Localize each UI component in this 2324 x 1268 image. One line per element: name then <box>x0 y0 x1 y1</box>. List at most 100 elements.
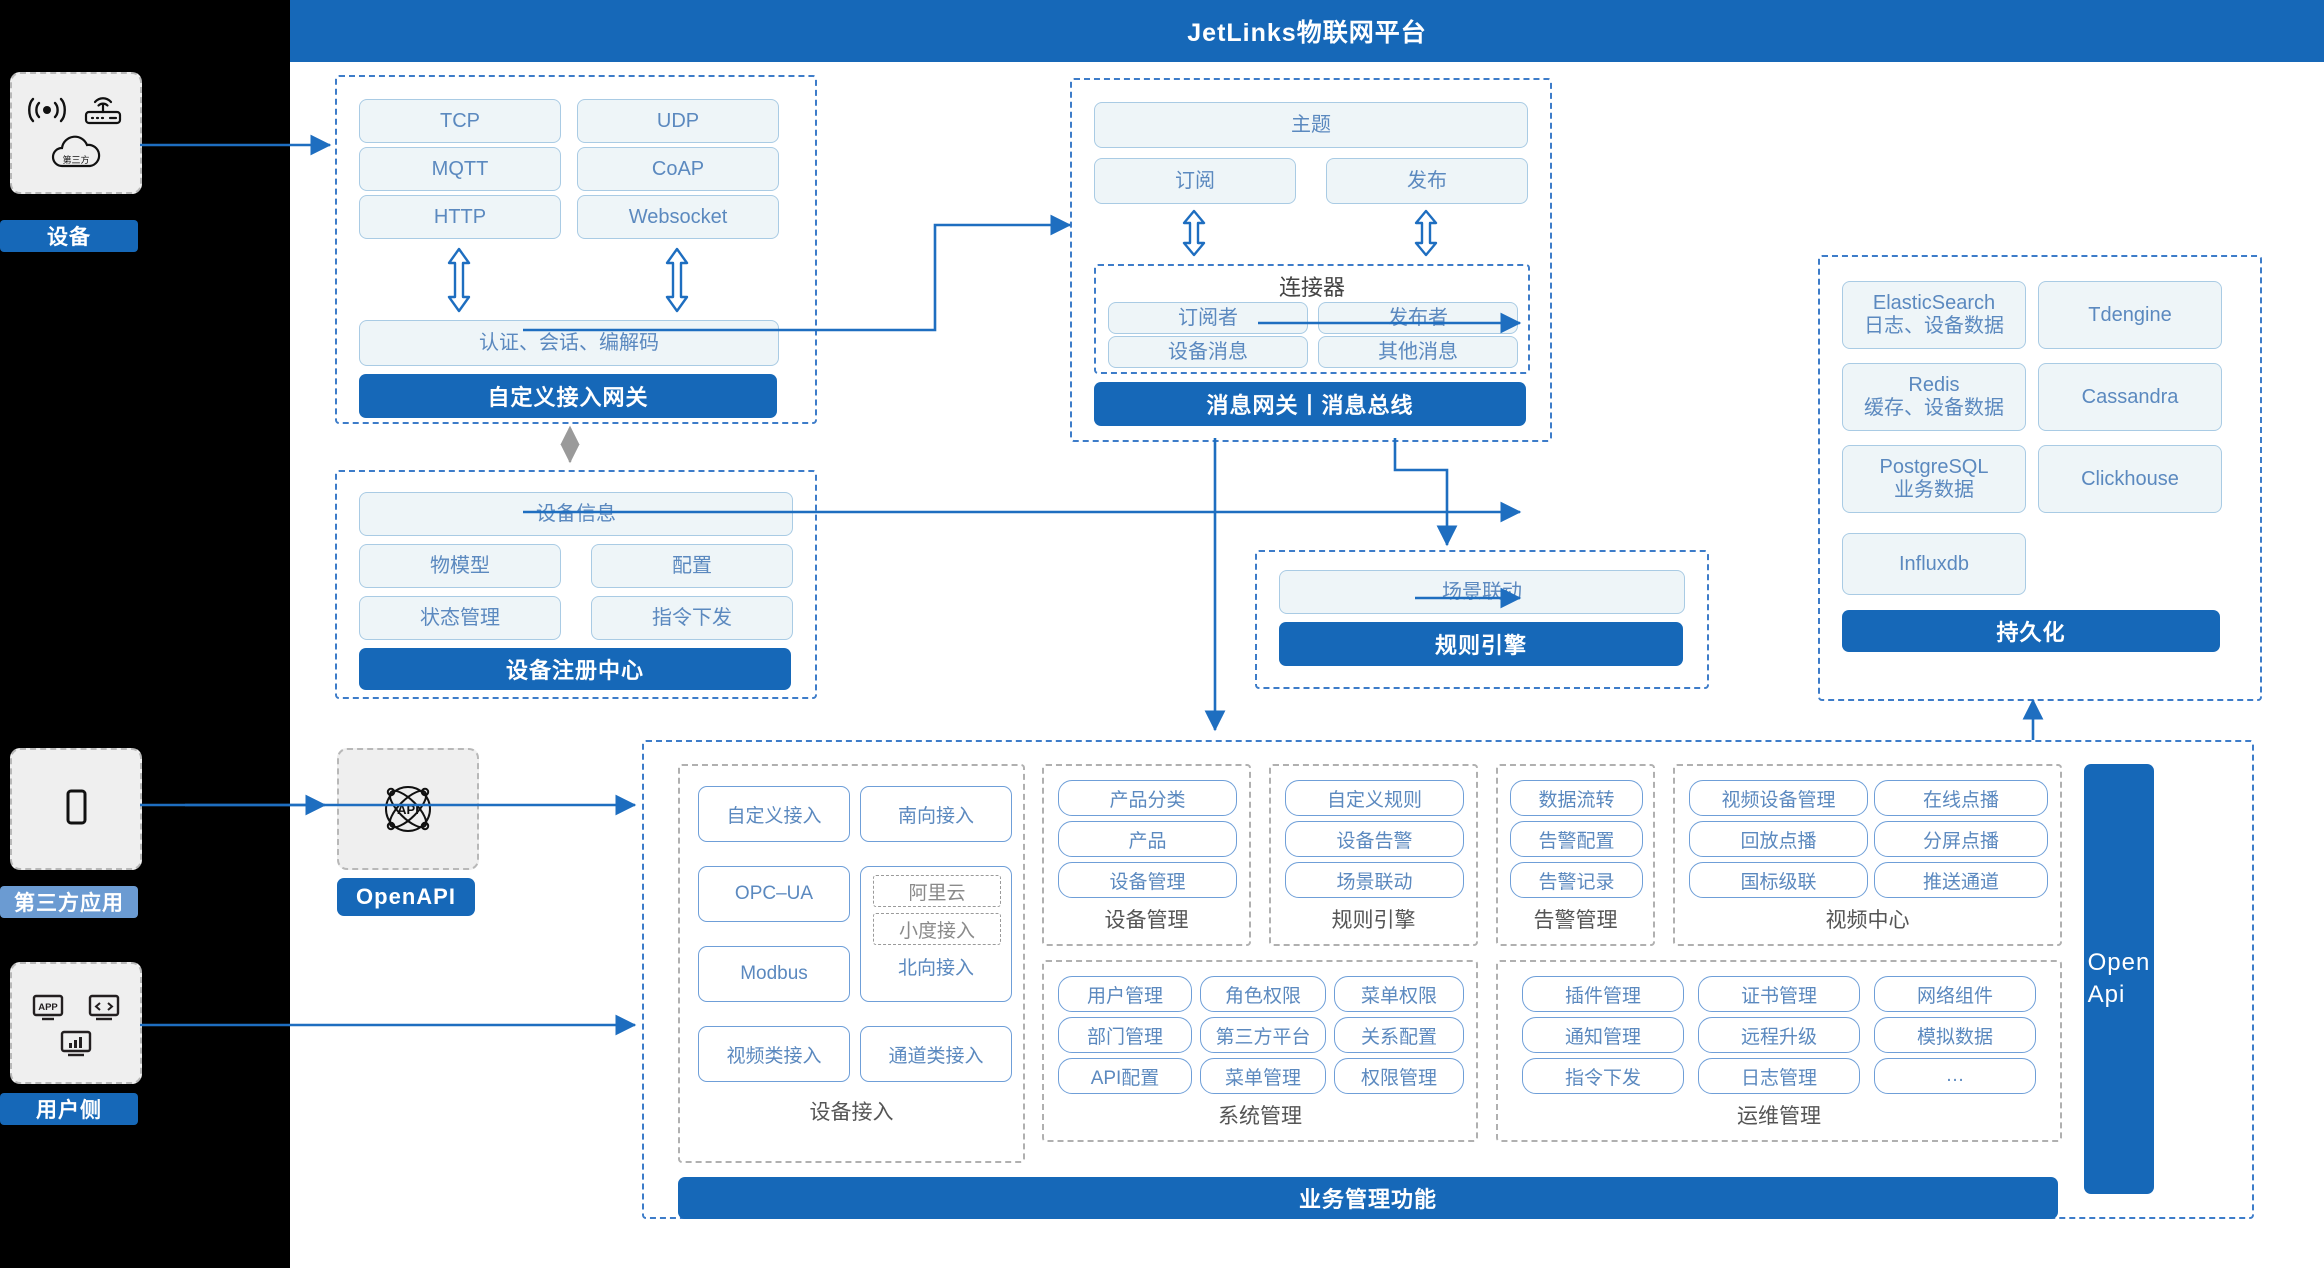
om-net-component[interactable]: 网络组件 <box>1874 976 2036 1012</box>
rule-engine-panel: 场景联动 规则引擎 <box>1255 550 1709 689</box>
storage-tdengine[interactable]: Tdengine <box>2038 281 2222 349</box>
device-registry-bar[interactable]: 设备注册中心 <box>359 648 791 690</box>
page-title: JetLinks物联网平台 <box>290 0 2324 62</box>
om-log-manage[interactable]: 日志管理 <box>1698 1058 1860 1094</box>
om-command-send[interactable]: 指令下发 <box>1522 1058 1684 1094</box>
topic-chip[interactable]: 主题 <box>1094 102 1528 148</box>
vc-replay[interactable]: 回放点播 <box>1689 821 1868 857</box>
storage-sub: 业务数据 <box>1894 479 1974 501</box>
device-access-group: 自定义接入 OPC–UA Modbus 视频类接入 南向接入 阿里云 小度接入 … <box>678 764 1025 1163</box>
persistence-bar[interactable]: 持久化 <box>1842 610 2220 652</box>
storage-influxdb[interactable]: Influxdb <box>1842 533 2026 595</box>
access-southbound[interactable]: 南向接入 <box>860 786 1012 842</box>
access-xiaodu[interactable]: 小度接入 <box>873 913 1001 945</box>
om-more[interactable]: … <box>1874 1058 2036 1094</box>
dm-device-manage[interactable]: 设备管理 <box>1058 862 1237 898</box>
storage-sub: 缓存、设备数据 <box>1864 397 2004 419</box>
storage-postgresql[interactable]: PostgreSQL 业务数据 <box>1842 445 2026 513</box>
access-custom[interactable]: 自定义接入 <box>698 786 850 842</box>
ops-manage-group: 插件管理 证书管理 网络组件 通知管理 远程升级 模拟数据 指令下发 日志管理 … <box>1496 960 2062 1142</box>
protocol-udp[interactable]: UDP <box>577 99 779 143</box>
sm-menu-perm[interactable]: 菜单权限 <box>1334 976 1464 1012</box>
om-mock-data[interactable]: 模拟数据 <box>1874 1017 2036 1053</box>
auth-session-codec-chip[interactable]: 认证、会话、编解码 <box>359 320 779 366</box>
protocol-http[interactable]: HTTP <box>359 195 561 239</box>
dm-product-category[interactable]: 产品分类 <box>1058 780 1237 816</box>
vc-live[interactable]: 在线点播 <box>1874 780 2048 816</box>
sm-menu-manage[interactable]: 菜单管理 <box>1200 1058 1326 1094</box>
om-remote-upgrade[interactable]: 远程升级 <box>1698 1017 1860 1053</box>
sm-user-manage[interactable]: 用户管理 <box>1058 976 1192 1012</box>
storage-redis[interactable]: Redis 缓存、设备数据 <box>1842 363 2026 431</box>
am-alarm-record[interactable]: 告警记录 <box>1510 862 1643 898</box>
subscribe-chip[interactable]: 订阅 <box>1094 158 1296 204</box>
config-chip[interactable]: 配置 <box>591 544 793 588</box>
access-opcua[interactable]: OPC–UA <box>698 866 850 922</box>
storage-cassandra[interactable]: Cassandra <box>2038 363 2222 431</box>
ops-manage-label: 运维管理 <box>1737 1105 1821 1128</box>
business-function-bar[interactable]: 业务管理功能 <box>678 1177 2058 1219</box>
access-modbus[interactable]: Modbus <box>698 946 850 1002</box>
sm-dept-manage[interactable]: 部门管理 <box>1058 1017 1192 1053</box>
access-northbound-group[interactable]: 阿里云 小度接入 北向接入 <box>860 866 1012 1002</box>
vc-gb-cascade[interactable]: 国标级联 <box>1689 862 1868 898</box>
rule-engine-bar[interactable]: 规则引擎 <box>1279 622 1683 666</box>
protocol-mqtt[interactable]: MQTT <box>359 147 561 191</box>
video-center-group: 视频设备管理 回放点播 国标级联 在线点播 分屏点播 推送通道 视频中心 <box>1673 764 2062 946</box>
sm-role-perm[interactable]: 角色权限 <box>1200 976 1326 1012</box>
bidirectional-arrow-icon <box>665 247 689 313</box>
connector-device-msg[interactable]: 设备消息 <box>1108 336 1308 368</box>
diagram-canvas: JetLinks物联网平台 TCP UDP MQTT CoAP HTTP Web… <box>290 0 2324 1268</box>
connector-publisher[interactable]: 发布者 <box>1318 302 1518 334</box>
access-video[interactable]: 视频类接入 <box>698 1026 850 1082</box>
storage-clickhouse[interactable]: Clickhouse <box>2038 445 2222 513</box>
command-send-chip[interactable]: 指令下发 <box>591 596 793 640</box>
am-alarm-config[interactable]: 告警配置 <box>1510 821 1643 857</box>
re-device-alarm[interactable]: 设备告警 <box>1285 821 1464 857</box>
am-data-flow[interactable]: 数据流转 <box>1510 780 1643 816</box>
cloud-icon: 第三方 <box>51 135 101 168</box>
publish-chip[interactable]: 发布 <box>1326 158 1528 204</box>
openapi-badge[interactable]: OpenAPI <box>337 878 475 916</box>
api-atom-icon: API <box>385 786 431 832</box>
connector-subpanel: 连接器 订阅者 发布者 设备消息 其他消息 <box>1094 264 1530 374</box>
open-api-side-bar[interactable]: Open Api <box>2084 764 2154 1194</box>
code-window-icon <box>88 994 120 1021</box>
connector-subscriber[interactable]: 订阅者 <box>1108 302 1308 334</box>
chart-window-icon <box>60 1030 92 1057</box>
vc-push-channel[interactable]: 推送通道 <box>1874 862 2048 898</box>
om-cert-manage[interactable]: 证书管理 <box>1698 976 1860 1012</box>
dm-product[interactable]: 产品 <box>1058 821 1237 857</box>
scene-linkage-chip[interactable]: 场景联动 <box>1279 570 1685 614</box>
vc-split-screen[interactable]: 分屏点播 <box>1874 821 2048 857</box>
sm-api-config[interactable]: API配置 <box>1058 1058 1192 1094</box>
thirdparty-card <box>10 748 142 870</box>
connector-other-msg[interactable]: 其他消息 <box>1318 336 1518 368</box>
custom-access-gateway-bar[interactable]: 自定义接入网关 <box>359 374 777 418</box>
openapi-card: API <box>337 748 479 870</box>
storage-elasticsearch[interactable]: ElasticSearch 日志、设备数据 <box>1842 281 2026 349</box>
om-notify-manage[interactable]: 通知管理 <box>1522 1017 1684 1053</box>
device-access-label: 设备接入 <box>809 1101 894 1124</box>
app-store-icon: APP <box>32 994 64 1021</box>
sm-relation-cfg[interactable]: 关系配置 <box>1334 1017 1464 1053</box>
device-info-chip[interactable]: 设备信息 <box>359 492 793 536</box>
state-manage-chip[interactable]: 状态管理 <box>359 596 561 640</box>
access-channel[interactable]: 通道类接入 <box>860 1026 1012 1082</box>
access-aliyun[interactable]: 阿里云 <box>873 875 1001 907</box>
vc-video-device-manage[interactable]: 视频设备管理 <box>1689 780 1868 816</box>
alarm-manage-group: 数据流转 告警配置 告警记录 告警管理 <box>1496 764 1655 946</box>
re-custom-rule[interactable]: 自定义规则 <box>1285 780 1464 816</box>
protocol-coap[interactable]: CoAP <box>577 147 779 191</box>
sm-perm-manage[interactable]: 权限管理 <box>1334 1058 1464 1094</box>
message-gateway-bar[interactable]: 消息网关丨消息总线 <box>1094 382 1526 426</box>
protocol-websocket[interactable]: Websocket <box>577 195 779 239</box>
system-manage-group: 用户管理 角色权限 菜单权限 部门管理 第三方平台 关系配置 API配置 菜单管… <box>1042 960 1478 1142</box>
message-gateway-panel: 主题 订阅 发布 连接器 订阅者 发布者 设备消息 其他消息 消息网关丨消息总线 <box>1070 78 1552 442</box>
protocol-tcp[interactable]: TCP <box>359 99 561 143</box>
sm-third-party[interactable]: 第三方平台 <box>1200 1017 1326 1053</box>
thing-model-chip[interactable]: 物模型 <box>359 544 561 588</box>
device-manage-group: 产品分类 产品 设备管理 设备管理 <box>1042 764 1251 946</box>
re-scene-linkage[interactable]: 场景联动 <box>1285 862 1464 898</box>
om-plugin-manage[interactable]: 插件管理 <box>1522 976 1684 1012</box>
